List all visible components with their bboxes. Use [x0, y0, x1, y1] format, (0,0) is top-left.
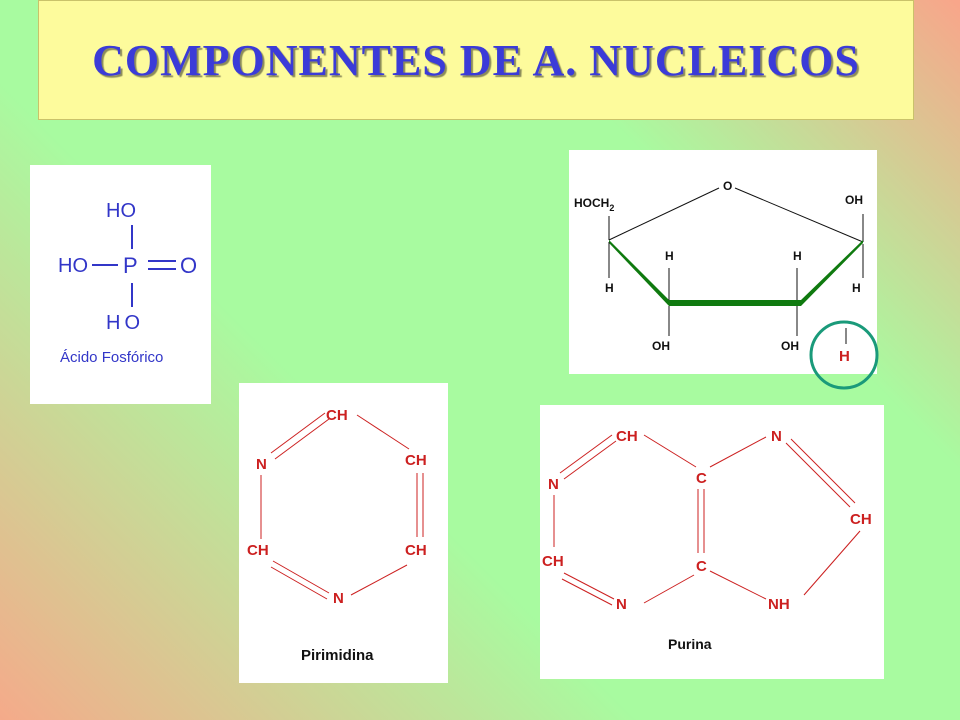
label-ch-right-top: CH [405, 452, 427, 469]
label-h-mid-left: H [665, 249, 674, 263]
label-o-ring: O [723, 179, 732, 193]
label-h-circled: H [839, 348, 850, 365]
label-ch-top: CH [326, 407, 348, 424]
caption-pyrimidine: Pirimidina [301, 647, 374, 664]
label-ho-left: HO [58, 255, 88, 277]
bond-ch-top-c [643, 434, 697, 468]
label-oh-bottom-left: OH [652, 339, 670, 353]
phosphoric-acid-panel: HO HO P O HO Ácido Fosfórico [30, 165, 211, 404]
label-hoch2: HOCH2 [574, 196, 614, 213]
caption-purine: Purina [668, 636, 712, 652]
bond-n1-c2-b [274, 418, 330, 460]
bond-ch-right-nh [803, 530, 861, 596]
label-nh: NH [768, 596, 790, 613]
bond-c-n-bottom [643, 574, 695, 604]
bond-n-ch-right-b [790, 438, 856, 504]
label-ch-right: CH [850, 511, 872, 528]
phosphoric-acid-structure: HO HO P O HO Ácido Fosfórico [58, 200, 197, 366]
label-n-bottom: N [616, 596, 627, 613]
label-ho-bottom: HO [106, 312, 144, 334]
label-c-top: C [696, 470, 707, 487]
label-oh-bottom-right: OH [781, 339, 799, 353]
bond-o-c1 [734, 187, 864, 243]
caption-phosphoric: Ácido Fosfórico [60, 349, 163, 366]
ring-wedge-left [609, 240, 669, 306]
title-box: COMPONENTES DE A. NUCLEICOS [38, 0, 914, 120]
label-n-bottom: N [333, 590, 344, 607]
label-ch-top: CH [616, 428, 638, 445]
bond-n-ch-right-a [785, 442, 851, 508]
label-ch-left-bottom: CH [542, 553, 564, 570]
label-h-mid-right: H [793, 249, 802, 263]
bond-n-ch-top-b [563, 440, 617, 480]
bond-c4-o [608, 187, 720, 241]
label-p: P [123, 253, 138, 278]
ring-wedge-right [801, 240, 863, 306]
ribose-structure: O HOCH2 OH H H H H OH OH [574, 179, 864, 353]
label-n-left: N [256, 456, 267, 473]
label-ch-right-bottom: CH [405, 542, 427, 559]
label-c-bottom: C [696, 558, 707, 575]
label-h-left: H [605, 281, 614, 295]
bond-n-ch-bottom-a [563, 572, 615, 600]
ribose-panel: O HOCH2 OH H H H H OH OH [569, 150, 877, 374]
bond-n1-c2-a [270, 412, 326, 454]
label-h-right: H [852, 281, 861, 295]
bond-c2-c3 [356, 414, 410, 450]
label-n-left: N [548, 476, 559, 493]
purine-structure: CH N C N CH CH C N NH Purina [542, 428, 872, 652]
bond-n-c5-a [272, 560, 330, 594]
pyrimidine-panel: CH N CH CH CH N Pirimidina [239, 383, 448, 683]
label-n-right-top: N [771, 428, 782, 445]
label-ch-left-bottom: CH [247, 542, 269, 559]
bond-n-ch-top-a [559, 434, 613, 474]
purine-panel: CH N C N CH CH C N NH Purina [540, 405, 884, 679]
page-title: COMPONENTES DE A. NUCLEICOS [92, 35, 860, 85]
highlight-circle-ring [809, 320, 879, 390]
bond-n-c5-b [270, 566, 328, 600]
bond-n-ch-bottom-b [561, 578, 613, 606]
bond-c-n-right [709, 436, 767, 468]
label-ho-top: HO [106, 200, 136, 222]
highlight-circle: H [809, 320, 879, 390]
pyrimidine-structure: CH N CH CH CH N Pirimidina [247, 407, 427, 664]
bond-c4-n [350, 564, 408, 596]
bond-nh-c [709, 570, 767, 600]
label-o-right: O [180, 253, 197, 278]
label-oh-top-right: OH [845, 193, 863, 207]
